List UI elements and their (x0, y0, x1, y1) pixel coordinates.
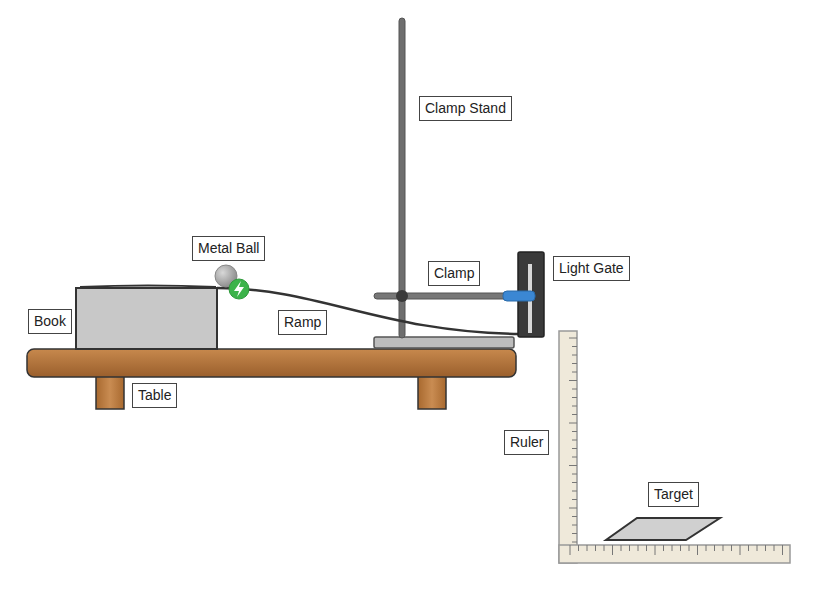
part-label: Target (654, 486, 693, 503)
ruler-tick (646, 545, 647, 551)
ruler-tick (629, 545, 630, 551)
ruler-tick (572, 491, 577, 492)
ruler-tick (572, 406, 577, 407)
ruler-tick (572, 440, 577, 441)
part-label-box: Ramp (278, 310, 327, 335)
part-label-box: Target (648, 482, 699, 507)
part-label: Book (34, 313, 66, 330)
ruler-tick (748, 545, 749, 551)
ruler-tick (569, 380, 577, 381)
ruler-ticks (569, 338, 783, 555)
part-label: Metal Ball (198, 240, 259, 257)
stand-base (374, 337, 514, 348)
ruler-tick (578, 545, 579, 551)
clamp-arm (374, 293, 510, 299)
part-label: Table (138, 387, 171, 404)
ruler-tick (572, 363, 577, 364)
clamp-jaw (503, 291, 535, 301)
part-label-box: Clamp (428, 261, 480, 286)
table-top (27, 349, 516, 377)
ruler-tick (689, 545, 690, 551)
ruler-tick (572, 414, 577, 415)
part-label-box: Metal Ball (192, 236, 265, 261)
ruler-tick (572, 397, 577, 398)
lightning-bolt (234, 281, 244, 297)
ruler-tick (706, 545, 707, 551)
ruler-tick (612, 545, 613, 555)
ruler-tick (572, 482, 577, 483)
clamp-boss (396, 290, 408, 302)
part-label-box: Clamp Stand (419, 96, 512, 121)
ruler-tick (572, 355, 577, 356)
ruler-tick (569, 423, 577, 424)
ruler-tick (604, 545, 605, 551)
ruler-tick (655, 545, 656, 555)
ruler-tick (723, 545, 724, 551)
ruler-vertical (559, 331, 577, 563)
ruler-tick (672, 545, 673, 551)
part-label: Ramp (284, 314, 321, 331)
ruler-tick (621, 545, 622, 551)
ruler-tick (569, 465, 577, 466)
ruler-tick (572, 448, 577, 449)
ruler-horizontal (559, 545, 790, 563)
ruler-tick (572, 346, 577, 347)
ruler-tick (714, 545, 715, 551)
ruler-tick (572, 542, 577, 543)
ruler-tick (782, 545, 783, 555)
ruler-tick (740, 545, 741, 555)
ruler-tick (663, 545, 664, 551)
ruler-tick (572, 457, 577, 458)
ruler-tick (572, 516, 577, 517)
target-plate (606, 518, 720, 540)
part-label: Ruler (510, 434, 543, 451)
part-label-box: Light Gate (553, 256, 630, 281)
ruler-tick (572, 431, 577, 432)
ruler-tick (572, 474, 577, 475)
ruler-tick (731, 545, 732, 551)
part-label: Clamp (434, 265, 474, 282)
part-label-box: Book (28, 309, 72, 334)
ruler-tick (765, 545, 766, 551)
ruler-tick (572, 372, 577, 373)
part-label: Light Gate (559, 260, 624, 277)
ruler-tick (572, 533, 577, 534)
ruler-tick (570, 545, 571, 555)
ruler-tick (595, 545, 596, 551)
ruler-tick (638, 545, 639, 551)
book (76, 288, 217, 349)
ramp (217, 288, 520, 334)
ruler-tick (572, 525, 577, 526)
release-icon (229, 279, 249, 299)
ruler-tick (774, 545, 775, 551)
ruler-tick (757, 545, 758, 551)
ruler-tick (587, 545, 588, 551)
ruler-tick (680, 545, 681, 551)
part-label-box: Table (132, 383, 177, 408)
ruler-tick (569, 508, 577, 509)
book-cover (80, 286, 216, 288)
ruler-tick (572, 389, 577, 390)
part-label-box: Ruler (504, 430, 549, 455)
part-label: Clamp Stand (425, 100, 506, 117)
ruler-tick (697, 545, 698, 555)
ruler-tick (572, 499, 577, 500)
ruler-tick (569, 338, 577, 339)
